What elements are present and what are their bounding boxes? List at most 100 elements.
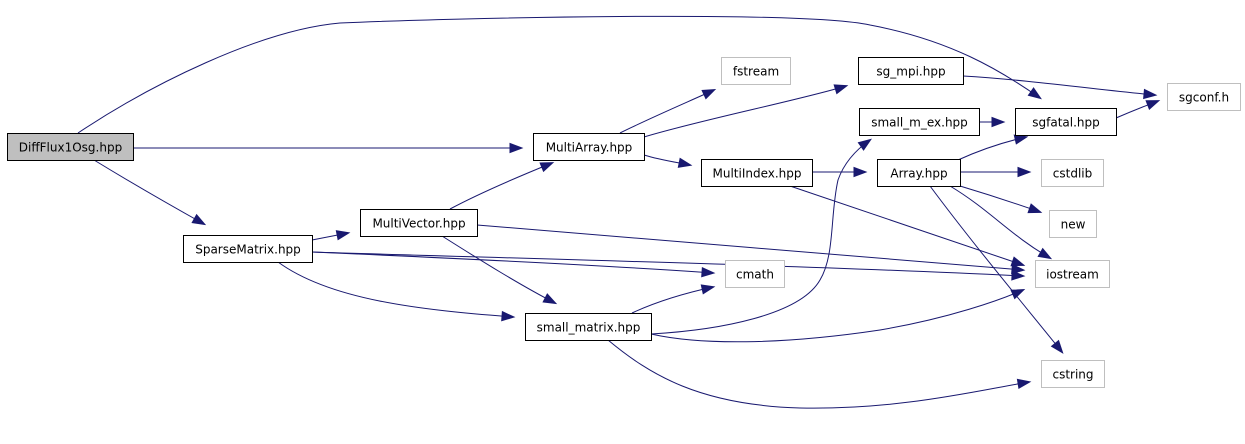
- node-box: [877, 159, 961, 187]
- edge-line: [789, 185, 1024, 266]
- node-label: SparseMatrix.hpp: [195, 243, 301, 257]
- arrowhead-icon: [677, 157, 693, 168]
- edge-line: [643, 85, 847, 138]
- edge-SparseMatrix-to-MultiVector: [311, 230, 351, 241]
- edge-MultiIndex-to-Array: [812, 166, 868, 178]
- edge-MultiVector-to-MultiArray: [449, 162, 555, 210]
- arrowhead-icon: [1037, 247, 1053, 260]
- node-label: cstdlib: [1053, 167, 1092, 181]
- edge-line: [277, 261, 514, 318]
- node-label: sgconf.h: [1179, 91, 1229, 105]
- edge-MultiArray-to-MultiIndex: [643, 154, 693, 168]
- node-box: [1041, 360, 1105, 388]
- edge-line: [650, 289, 1024, 343]
- node-iostream: iostream: [1035, 260, 1110, 288]
- node-label: iostream: [1046, 268, 1099, 282]
- edge-Array-to-cstdlib: [960, 166, 1032, 178]
- edges-layer: [77, 15, 1161, 409]
- node-label: fstream: [733, 65, 779, 79]
- edge-line: [476, 224, 1024, 271]
- edge-Array-to-cstring: [929, 185, 1064, 354]
- edge-MultiArray-to-sg_mpi: [643, 84, 849, 138]
- edge-small_matrix-to-iostream: [650, 289, 1026, 343]
- node-box: [1167, 83, 1241, 111]
- arrowhead-icon: [853, 166, 868, 178]
- edge-line: [311, 251, 1024, 277]
- node-multiindex[interactable]: MultiIndex.hpp: [701, 159, 813, 187]
- edge-Array-to-sgfatal: [957, 134, 1029, 161]
- node-box: [721, 57, 791, 85]
- edge-DiffFlux1Osg-to-MultiArray: [133, 142, 524, 154]
- node-box: [1035, 260, 1110, 288]
- node-label: DiffFlux1Osg.hpp: [19, 141, 122, 155]
- node-new: new: [1049, 210, 1097, 238]
- edge-Array-to-new: [959, 185, 1043, 214]
- node-label: cstring: [1052, 368, 1093, 382]
- node-box: [701, 159, 813, 187]
- node-box: [725, 260, 785, 288]
- edge-SparseMatrix-to-cmath: [311, 251, 716, 278]
- node-sgfatal[interactable]: sgfatal.hpp: [1015, 108, 1117, 136]
- arrowhead-icon: [1010, 256, 1026, 267]
- node-box: [858, 57, 964, 85]
- edge-line: [607, 339, 1030, 409]
- node-sg-mpi[interactable]: sg_mpi.hpp: [858, 57, 964, 85]
- node-label: sgfatal.hpp: [1032, 116, 1100, 130]
- edge-line: [311, 251, 714, 274]
- arrowhead-icon: [701, 266, 716, 278]
- node-label: Array.hpp: [890, 167, 947, 181]
- edge-MultiVector-to-small_matrix: [441, 235, 558, 305]
- node-array[interactable]: Array.hpp: [877, 159, 961, 187]
- arrowhead-icon: [1010, 289, 1026, 300]
- edge-MultiIndex-to-iostream: [789, 185, 1026, 267]
- node-box: [1041, 159, 1104, 187]
- edge-line: [959, 185, 1041, 213]
- edge-SparseMatrix-to-small_matrix: [277, 261, 516, 322]
- arrowhead-icon: [1016, 378, 1032, 390]
- edge-sg_mpi-to-sgconf: [962, 75, 1158, 100]
- arrowhead-icon: [542, 293, 558, 305]
- edge-line: [619, 89, 715, 134]
- node-small-matrix[interactable]: small_matrix.hpp: [525, 313, 652, 341]
- edge-small_m_ex-to-sgfatal: [979, 116, 1006, 128]
- node-label: small_matrix.hpp: [537, 321, 641, 335]
- arrowhead-icon: [1143, 88, 1158, 100]
- arrowhead-icon: [991, 116, 1006, 128]
- arrowhead-icon: [501, 310, 516, 322]
- arrowhead-icon: [509, 142, 524, 154]
- edge-small_matrix-to-cmath: [631, 284, 716, 314]
- edge-line: [77, 15, 1041, 134]
- arrowhead-icon: [1050, 339, 1064, 354]
- arrowhead-icon: [1145, 100, 1161, 111]
- node-box: [183, 235, 313, 263]
- arrowhead-icon: [1017, 166, 1032, 178]
- node-label: MultiIndex.hpp: [712, 167, 801, 181]
- edge-DiffFlux1Osg-to-SparseMatrix: [93, 159, 207, 226]
- node-multiarray[interactable]: MultiArray.hpp: [533, 133, 645, 161]
- arrowhead-icon: [857, 138, 872, 151]
- edge-line: [650, 139, 871, 335]
- edge-small_matrix-to-cstring: [607, 339, 1032, 409]
- edge-line: [962, 75, 1156, 96]
- arrowhead-icon: [1013, 134, 1029, 145]
- node-box: [7, 133, 134, 161]
- arrowhead-icon: [701, 88, 717, 100]
- edge-Array-to-iostream: [949, 185, 1053, 260]
- node-cstdlib: cstdlib: [1041, 159, 1104, 187]
- edge-line: [441, 235, 556, 304]
- node-label: sg_mpi.hpp: [876, 65, 945, 79]
- node-label: cmath: [736, 268, 774, 282]
- node-box: [1015, 108, 1117, 136]
- edge-line: [631, 286, 714, 314]
- node-cstring: cstring: [1041, 360, 1105, 388]
- node-small-m-ex[interactable]: small_m_ex.hpp: [859, 108, 980, 136]
- arrowhead-icon: [1011, 270, 1026, 281]
- node-multivector[interactable]: MultiVector.hpp: [360, 209, 478, 237]
- arrowhead-icon: [539, 162, 555, 173]
- arrowhead-icon: [1027, 87, 1042, 100]
- edge-line: [449, 162, 553, 210]
- arrowhead-icon: [1027, 203, 1043, 214]
- node-sparsematrix[interactable]: SparseMatrix.hpp: [183, 235, 313, 263]
- node-diffflux1osg[interactable]: DiffFlux1Osg.hpp: [7, 133, 134, 161]
